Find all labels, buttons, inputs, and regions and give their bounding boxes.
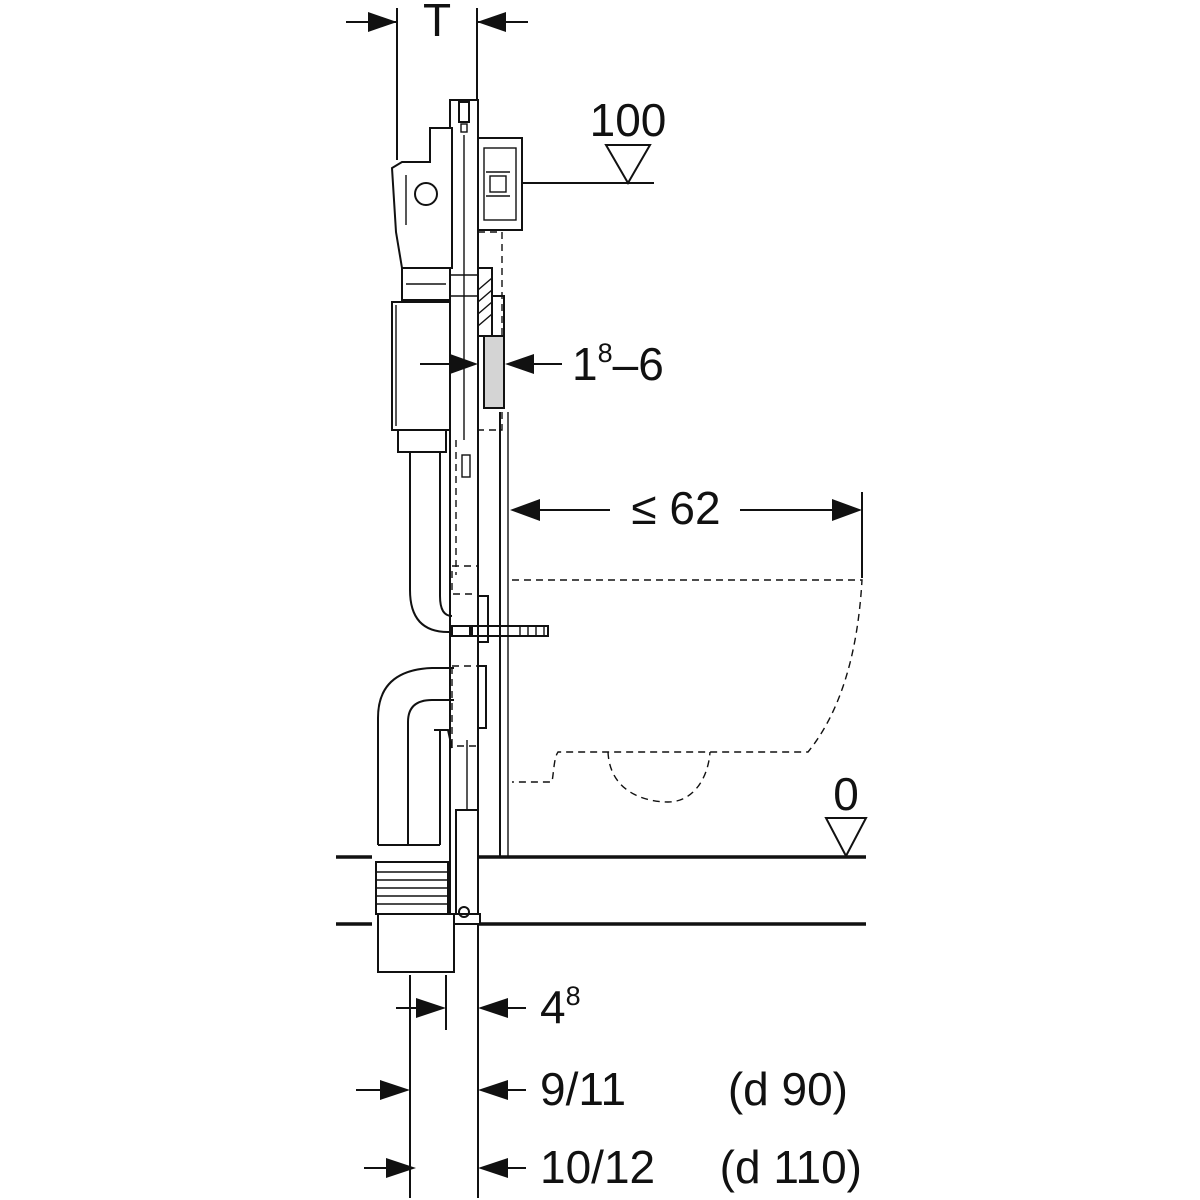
wc-bowl-outline — [512, 579, 863, 803]
offset-d110-dimension: 10/12 (d 110) — [364, 1141, 862, 1193]
level-100-marker: 100 — [522, 94, 667, 185]
offset-d90-dimension: 9/11 (d 90) — [356, 1063, 848, 1115]
level-triangle-icon — [824, 817, 868, 859]
level-triangle-icon — [604, 144, 652, 185]
pipe-d90-label: (d 90) — [728, 1063, 848, 1115]
finished-wall — [499, 412, 509, 857]
projection-dimension: ≤ 62 — [510, 482, 863, 578]
depth-label: T — [423, 0, 451, 46]
pipe-d110-label: (d 110) — [720, 1141, 862, 1193]
offset-d110-value: 10/12 — [540, 1141, 655, 1193]
wall-thickness-label: 18–6 — [572, 338, 664, 390]
depth-dimension: T — [346, 0, 528, 160]
offset-small-dimension: 48 — [396, 981, 581, 1033]
bottom-dimension-lines — [409, 924, 479, 1198]
level-0-label: 0 — [833, 768, 859, 820]
wall-board: 18–6 — [420, 335, 664, 409]
offset-small-label: 48 — [540, 981, 581, 1033]
level-100-label: 100 — [590, 94, 667, 146]
drain-assembly — [375, 665, 487, 973]
floor-lines — [336, 855, 866, 926]
offset-d90-value: 9/11 — [540, 1063, 626, 1115]
installation-frame — [390, 99, 523, 921]
level-0-marker: 0 — [824, 768, 868, 859]
fixing-bolt — [469, 625, 549, 637]
projection-label: ≤ 62 — [631, 482, 720, 534]
